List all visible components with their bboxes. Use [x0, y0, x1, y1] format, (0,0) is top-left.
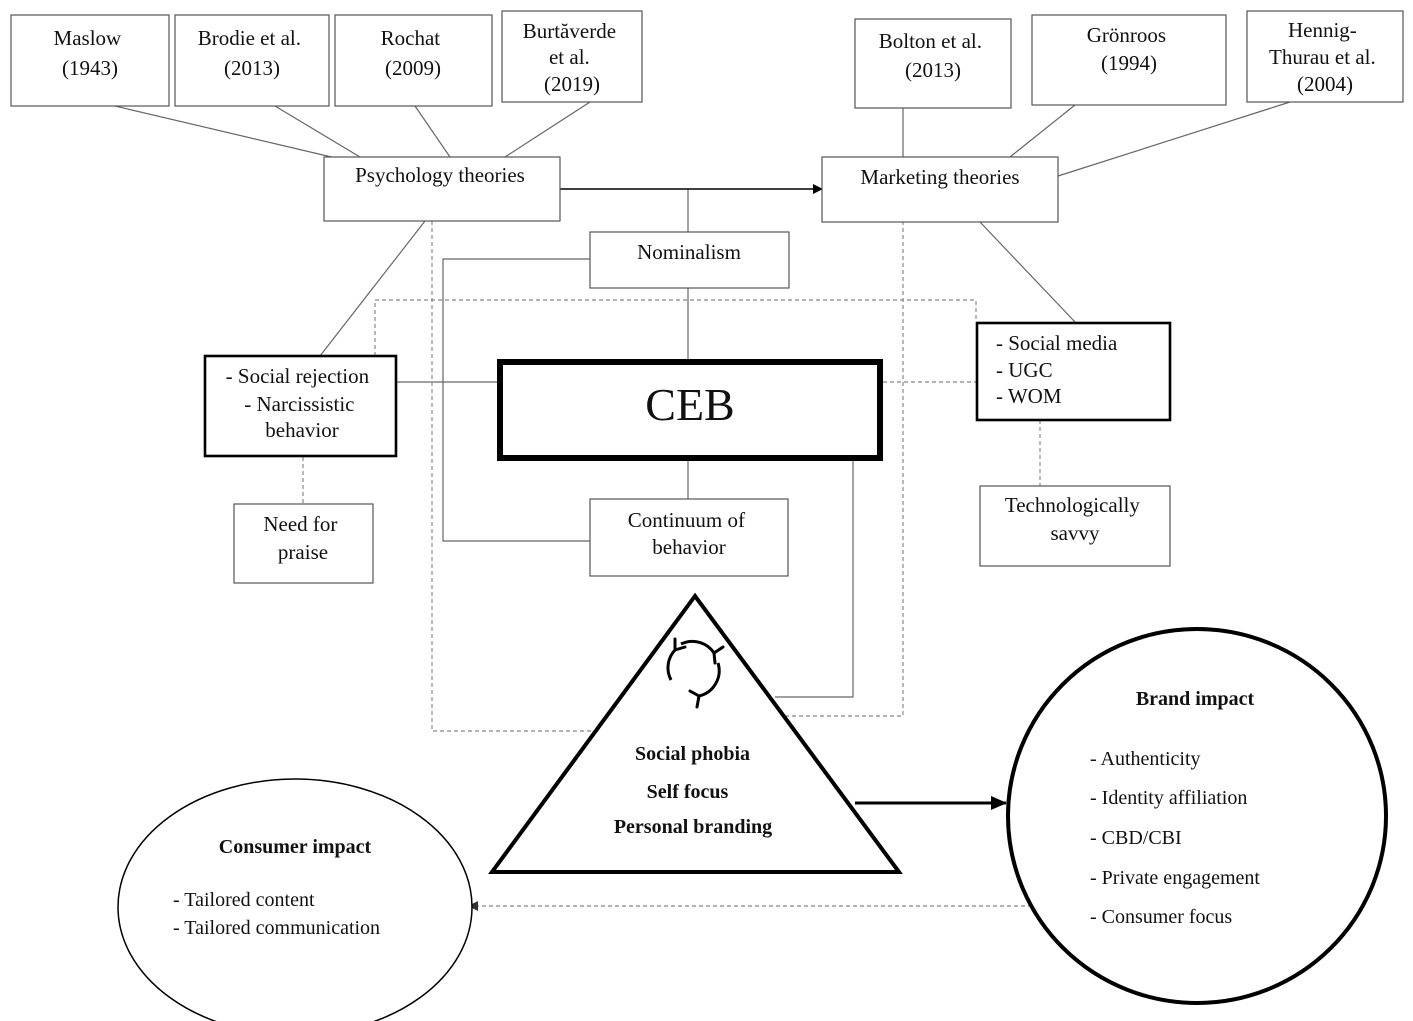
connectors [114, 101, 1291, 911]
connector-dashed-right-loop [736, 221, 904, 717]
connector-maslow-psychology [114, 105, 341, 160]
need-for-praise-label: Need for praise [263, 512, 342, 564]
source-bolton-label: Bolton et al. (2013) [879, 29, 988, 82]
ceb-box [497, 359, 883, 461]
source-brodie-label: Brodie et al. (2013) [198, 26, 306, 80]
connector-rochat-psychology [414, 105, 451, 158]
source-box-burtaverde [501, 10, 643, 103]
nominalism-box [589, 231, 790, 289]
source-box-maslow [10, 14, 170, 107]
psychology-theories-box [323, 156, 561, 222]
marketing-factors-box [975, 321, 1172, 422]
brand-impact-items: - Authenticity - Identity affiliation - … [1090, 748, 1265, 928]
need-for-praise-box [233, 503, 374, 584]
connector-nominalism-continuum [442, 258, 590, 542]
source-burtaverde-label: Burtăverde et al. (2019) [523, 19, 622, 96]
marketing-theories-box [821, 156, 1059, 223]
connector-marketing-factors [979, 221, 1076, 323]
connector-brodie-psychology [274, 105, 361, 158]
psychology-sources: Maslow (1943) Brodie et al. (2013) Rocha… [10, 10, 643, 107]
source-box-hennig [1246, 10, 1404, 103]
continuum-label: Continuum of behavior [628, 508, 751, 559]
consumer-impact-items: - Tailored content - Tailored communicat… [173, 889, 380, 939]
ceb-label: CEB [645, 379, 734, 430]
connector-burtaverde-psychology [504, 101, 591, 158]
pyramid-triangle [488, 592, 903, 874]
connector-psychology-factors [319, 220, 426, 357]
source-box-gronroos [1031, 14, 1227, 106]
pyramid-labels: Social phobia Self focus Personal brandi… [614, 743, 772, 838]
marketing-theories-label: Marketing theories [860, 165, 1019, 189]
source-maslow-label: Maslow (1943) [54, 26, 127, 80]
psychology-factors-label: - Social rejection - Narcissistic behavi… [226, 364, 375, 442]
consumer-impact-title: Consumer impact [219, 836, 372, 858]
source-box-rochat [334, 14, 493, 107]
connector-ceb-pyramid [775, 460, 854, 698]
cycle-arrows-icon [666, 637, 725, 709]
connector-dashed-top-loop [374, 299, 977, 356]
connector-hennig-marketing [1057, 101, 1291, 177]
source-box-brodie [174, 14, 330, 107]
source-hennig-label: Hennig- Thurau et al. (2004) [1269, 18, 1381, 96]
tech-savvy-label: Technologically savvy [1005, 493, 1145, 545]
continuum-box [589, 498, 789, 577]
brand-impact-ellipse [1006, 627, 1388, 1005]
psychology-theories-label: Psychology theories [355, 163, 525, 187]
consumer-impact-ellipse [117, 778, 473, 1021]
marketing-sources: Bolton et al. (2013) Grönroos (1994) Hen… [854, 10, 1404, 109]
marketing-factors-label: - Social media - UGC - WOM [996, 331, 1123, 408]
brand-impact-title: Brand impact [1136, 688, 1255, 710]
source-gronroos-label: Grönroos (1994) [1087, 23, 1172, 75]
nominalism-label: Nominalism [637, 240, 741, 264]
tech-savvy-box [979, 485, 1171, 567]
connector-dashed-bottom-loop [431, 221, 651, 732]
source-rochat-label: Rochat (2009) [381, 26, 446, 80]
psychology-factors-box [203, 354, 398, 458]
connector-gronroos-marketing [1009, 104, 1076, 158]
source-box-bolton [854, 18, 1012, 109]
